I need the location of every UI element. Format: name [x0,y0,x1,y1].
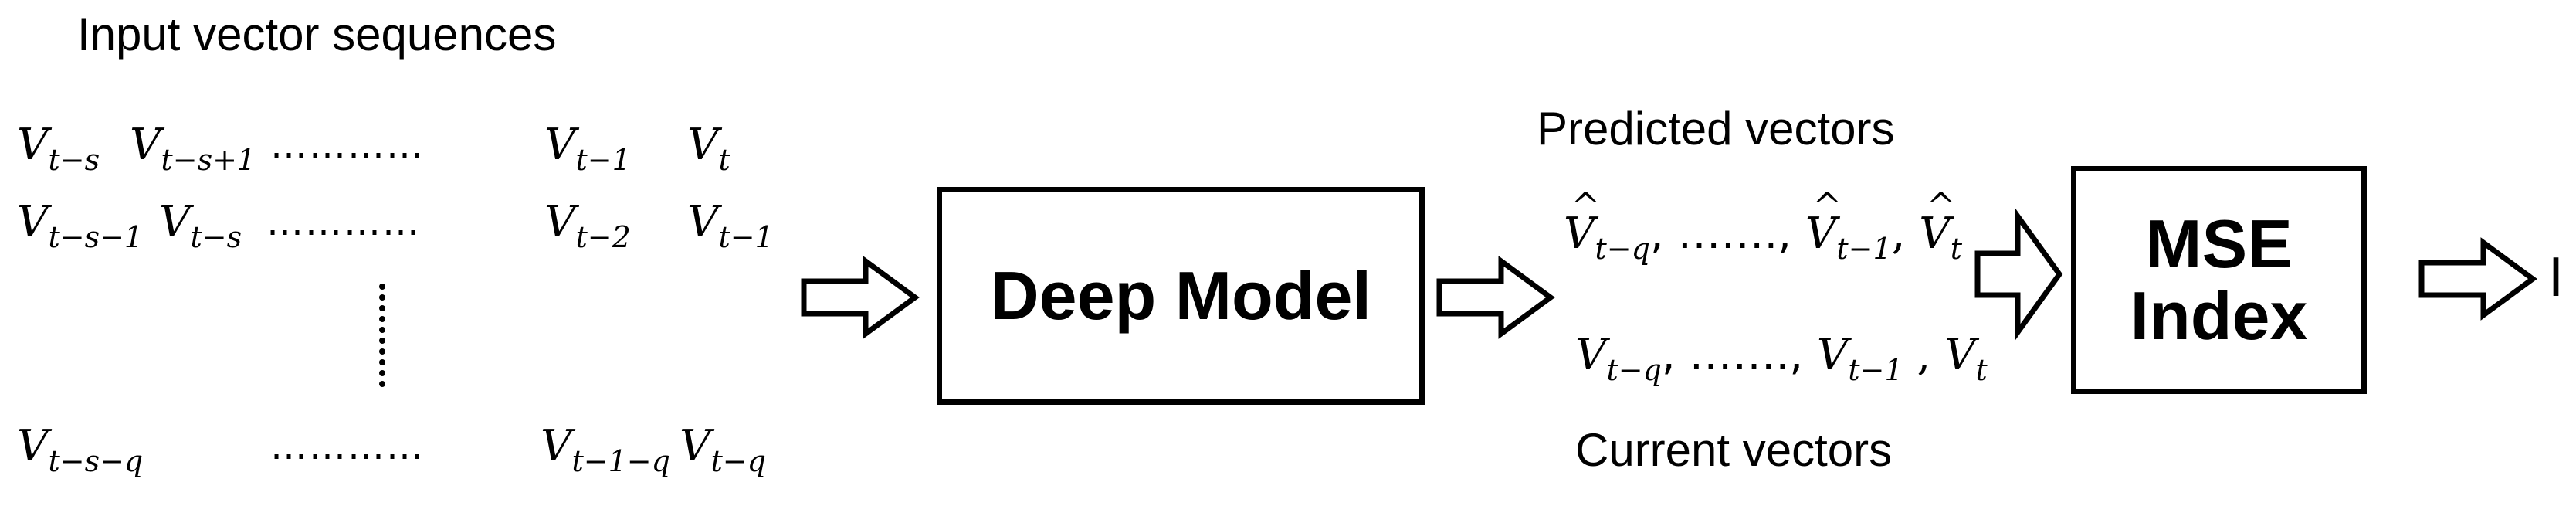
input-row-3-first: Vt−s−q [17,421,144,478]
input-row-3-third: Vt−1−q [541,421,670,478]
predicted-a: V [1564,189,1600,256]
input-row-1-third: Vt−1 [544,120,631,177]
current-title: Current vectors [1575,424,1893,476]
deep-model-box: Deep Model [937,187,1425,405]
input-row-1-second: Vt−s+1 [130,120,256,177]
arrow-vectors-to-mse [1974,208,2063,341]
predicted-b: V [1805,189,1842,256]
input-row-1-first: Vt−s [17,120,100,177]
input-row-2-first: Vt−s−1 [17,197,144,254]
input-title: Input vector sequences [77,8,557,60]
mse-index-box: MSE Index [2071,166,2367,394]
input-row-1-fourth: Vt [687,120,730,177]
current-sequence: Vt−q, ……., Vt−1 , Vt [1575,330,1988,387]
predicted-title: Predicted vectors [1537,103,1895,155]
arrow-mse-to-output [2418,237,2537,321]
arrow-model-to-vectors [1436,256,1555,339]
predicted-sequence: Vt−q, ……., Vt−1, Vt [1564,189,1962,263]
input-row-2-second: Vt−s [159,197,242,254]
arrow-input-to-model [801,256,920,339]
mse-label-line2: Index [2130,277,2308,354]
predicted-c: V [1919,189,1955,256]
input-row-2-third: Vt−2 [544,197,631,254]
input-row-3-fourth: Vt−q [680,421,766,478]
mse-label-line1: MSE [2145,205,2293,283]
input-row-1-dots: ………… [270,124,425,167]
deep-model-label: Deep Model [990,256,1371,334]
input-row-2-dots: ………… [266,201,421,244]
output-label: I [2548,246,2564,308]
input-row-2-fourth: Vt−1 [687,197,774,254]
input-row-3-dots: ………… [270,425,425,468]
input-vertical-ellipsis [379,284,385,387]
